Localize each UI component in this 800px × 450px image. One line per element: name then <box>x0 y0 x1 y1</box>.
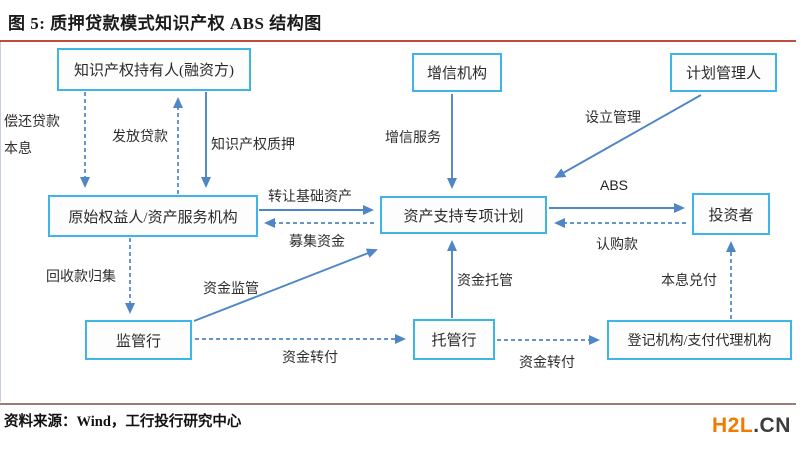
node-abs-plan: 资产支持专项计划 <box>380 196 547 234</box>
edge-label-pledge: 知识产权质押 <box>211 138 295 153</box>
edge-label-fund-transfer-2: 资金转付 <box>519 356 575 371</box>
node-plan-manager: 计划管理人 <box>670 53 777 92</box>
edge-label-raise-funds: 募集资金 <box>289 235 345 250</box>
edge-label-grant: 发放贷款 <box>112 130 168 145</box>
edge-label-subscription: 认购款 <box>596 238 638 253</box>
edge-label-collection: 回收款归集 <box>46 270 116 285</box>
node-supervising-bank: 监管行 <box>85 320 192 360</box>
title-underline <box>0 40 796 42</box>
node-originator: 原始权益人/资产服务机构 <box>48 195 258 237</box>
edge-label-transfer-assets: 转让基础资产 <box>268 190 352 205</box>
edge-label-fund-transfer-1: 资金转付 <box>282 351 338 366</box>
source-note: 资料来源：Wind，工行投行研究中心 <box>4 414 242 430</box>
node-credit-enhancer: 增信机构 <box>412 53 502 92</box>
arrow-setup-manage <box>554 94 702 178</box>
arrow-fund-supervision <box>193 248 378 322</box>
edge-label-fund-custody: 资金托管 <box>457 274 513 289</box>
edge-label-setup-manage: 设立管理 <box>585 111 641 126</box>
node-ip-holder: 知识产权持有人(融资方) <box>57 48 251 91</box>
edge-label-abs: ABS <box>600 177 629 193</box>
figure-title: 图 5: 质押贷款模式知识产权 ABS 结构图 <box>8 14 322 33</box>
node-custodian-bank: 托管行 <box>413 319 495 360</box>
edge-label-fund-supervision: 资金监管 <box>203 282 259 297</box>
site-logo: H2L.CN <box>712 414 791 438</box>
site-logo-orange: H2L <box>712 414 754 437</box>
edge-label-redemption: 本息兑付 <box>661 274 717 289</box>
node-registrar: 登记机构/支付代理机构 <box>607 320 792 360</box>
site-logo-dark: .CN <box>753 414 791 437</box>
edge-label-repay: 偿还贷款 本息 <box>4 115 60 158</box>
edge-label-credit-service: 增信服务 <box>385 131 441 146</box>
footer-divider <box>0 403 796 405</box>
node-investor: 投资者 <box>692 193 770 235</box>
left-border-line <box>0 42 1 402</box>
